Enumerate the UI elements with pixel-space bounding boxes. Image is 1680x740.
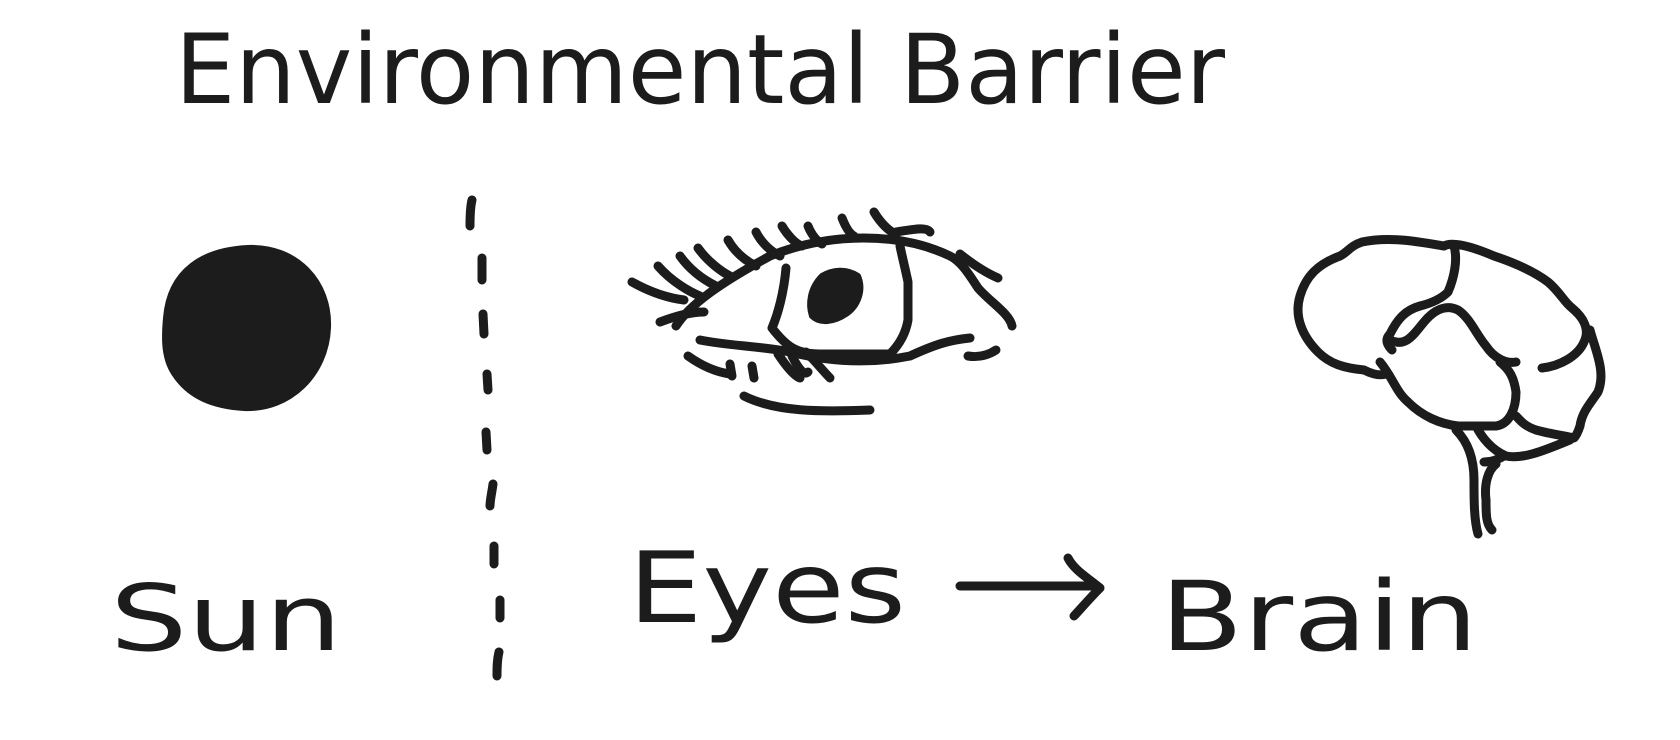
eyes-label: Eyes	[628, 532, 906, 646]
sun-icon	[162, 244, 332, 412]
right-arrow-icon	[955, 553, 1105, 621]
diagram-title: Environmental Barrier	[175, 14, 1226, 126]
brain-label: Brain	[1160, 561, 1478, 673]
brain-icon	[1293, 234, 1606, 539]
sun-label: Sun	[110, 565, 342, 672]
eye-icon	[627, 207, 1017, 416]
dashed-barrier-line	[465, 195, 505, 681]
